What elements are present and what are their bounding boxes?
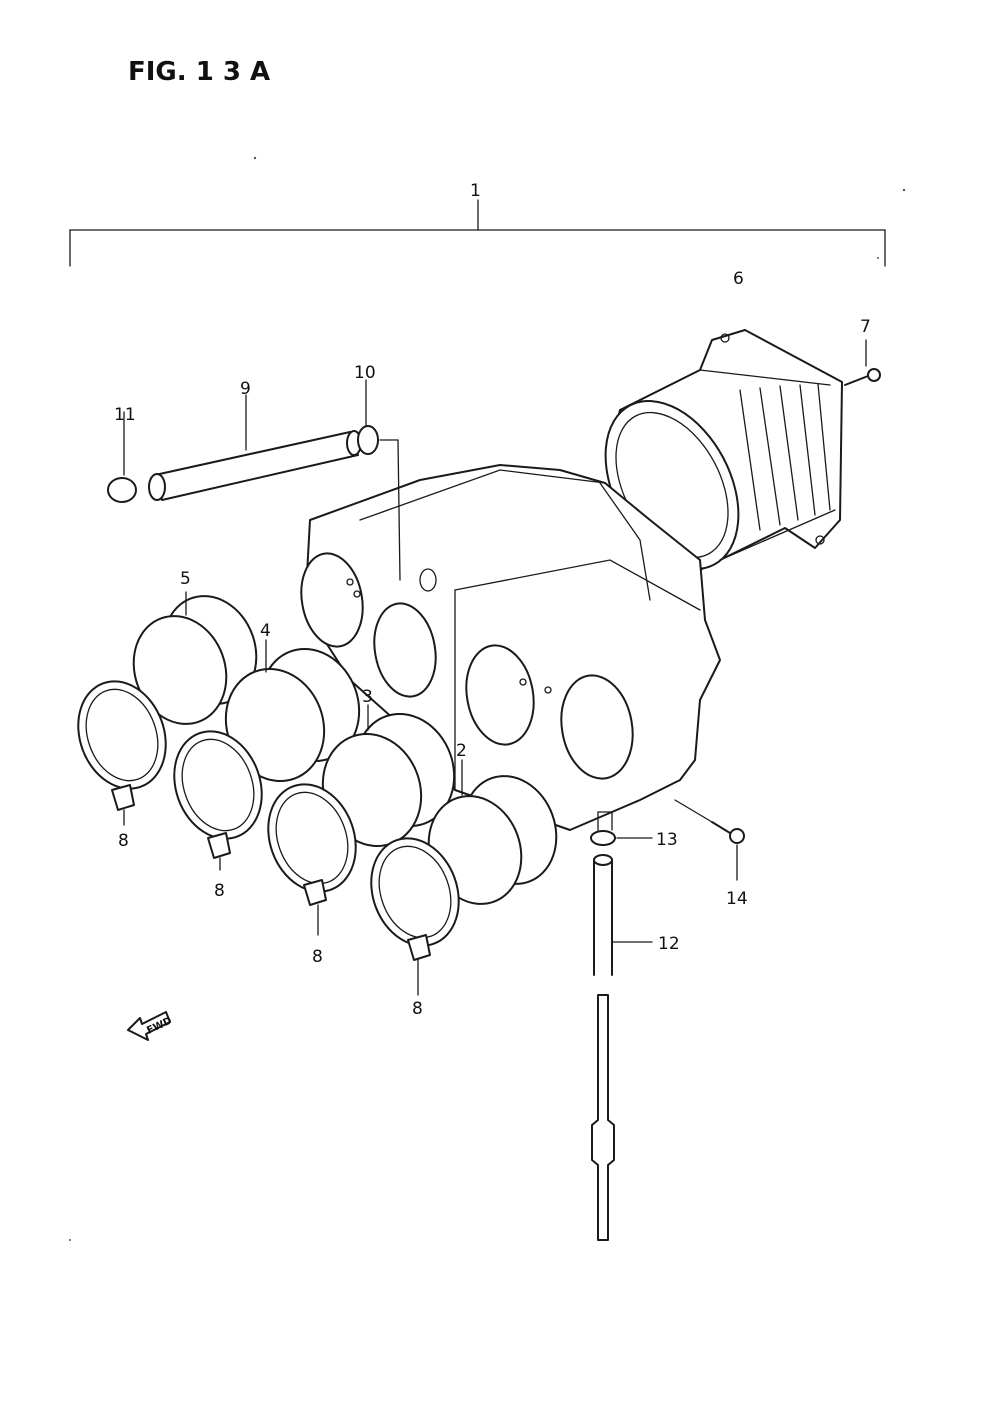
hose-clip-11 <box>107 411 137 503</box>
callout-9: 9 <box>240 379 251 399</box>
callout-8b: 8 <box>214 881 225 901</box>
callout-12: 12 <box>658 934 680 954</box>
callout-3: 3 <box>362 687 373 707</box>
callout-1: 1 <box>470 181 481 201</box>
screw-7 <box>844 339 881 386</box>
filter-pleats <box>739 383 831 531</box>
callout-4: 4 <box>260 621 271 641</box>
clamp-8c <box>267 783 357 936</box>
drain-plug <box>591 994 615 1241</box>
air-cleaner-box <box>300 464 721 831</box>
callout-5: 5 <box>180 569 191 589</box>
intake-boot-5 <box>132 591 258 725</box>
intake-boot-3 <box>321 704 456 848</box>
callout-7: 7 <box>860 317 871 337</box>
callout-11: 11 <box>114 405 136 425</box>
hose-clip-10 <box>357 379 401 581</box>
drain-hose-12 <box>593 854 653 976</box>
clamp-8a <box>77 680 167 826</box>
callout-8d: 8 <box>412 999 423 1019</box>
callout-labels: 1 2 3 4 5 6 7 8 8 8 8 9 10 11 12 13 14 <box>114 181 871 1019</box>
callout-2: 2 <box>456 741 467 761</box>
scan-specks <box>69 156 906 1241</box>
callout-6: 6 <box>733 269 744 289</box>
forward-arrow-icon: FWD <box>127 1011 174 1041</box>
callout-8c: 8 <box>312 947 323 967</box>
figure-title: FIG. 1 3 A <box>128 57 270 87</box>
callout-13: 13 <box>656 830 678 850</box>
clip-13 <box>590 830 653 846</box>
clamp-8d <box>370 837 460 996</box>
callout-14: 14 <box>726 889 748 909</box>
callout-10: 10 <box>354 363 376 383</box>
callout-8a: 8 <box>118 831 129 851</box>
bolt-14 <box>674 799 745 881</box>
clamp-8b <box>173 730 263 871</box>
assembly-bracket <box>69 199 886 267</box>
intake-boot-4 <box>224 639 361 783</box>
breather-hose <box>148 394 362 501</box>
